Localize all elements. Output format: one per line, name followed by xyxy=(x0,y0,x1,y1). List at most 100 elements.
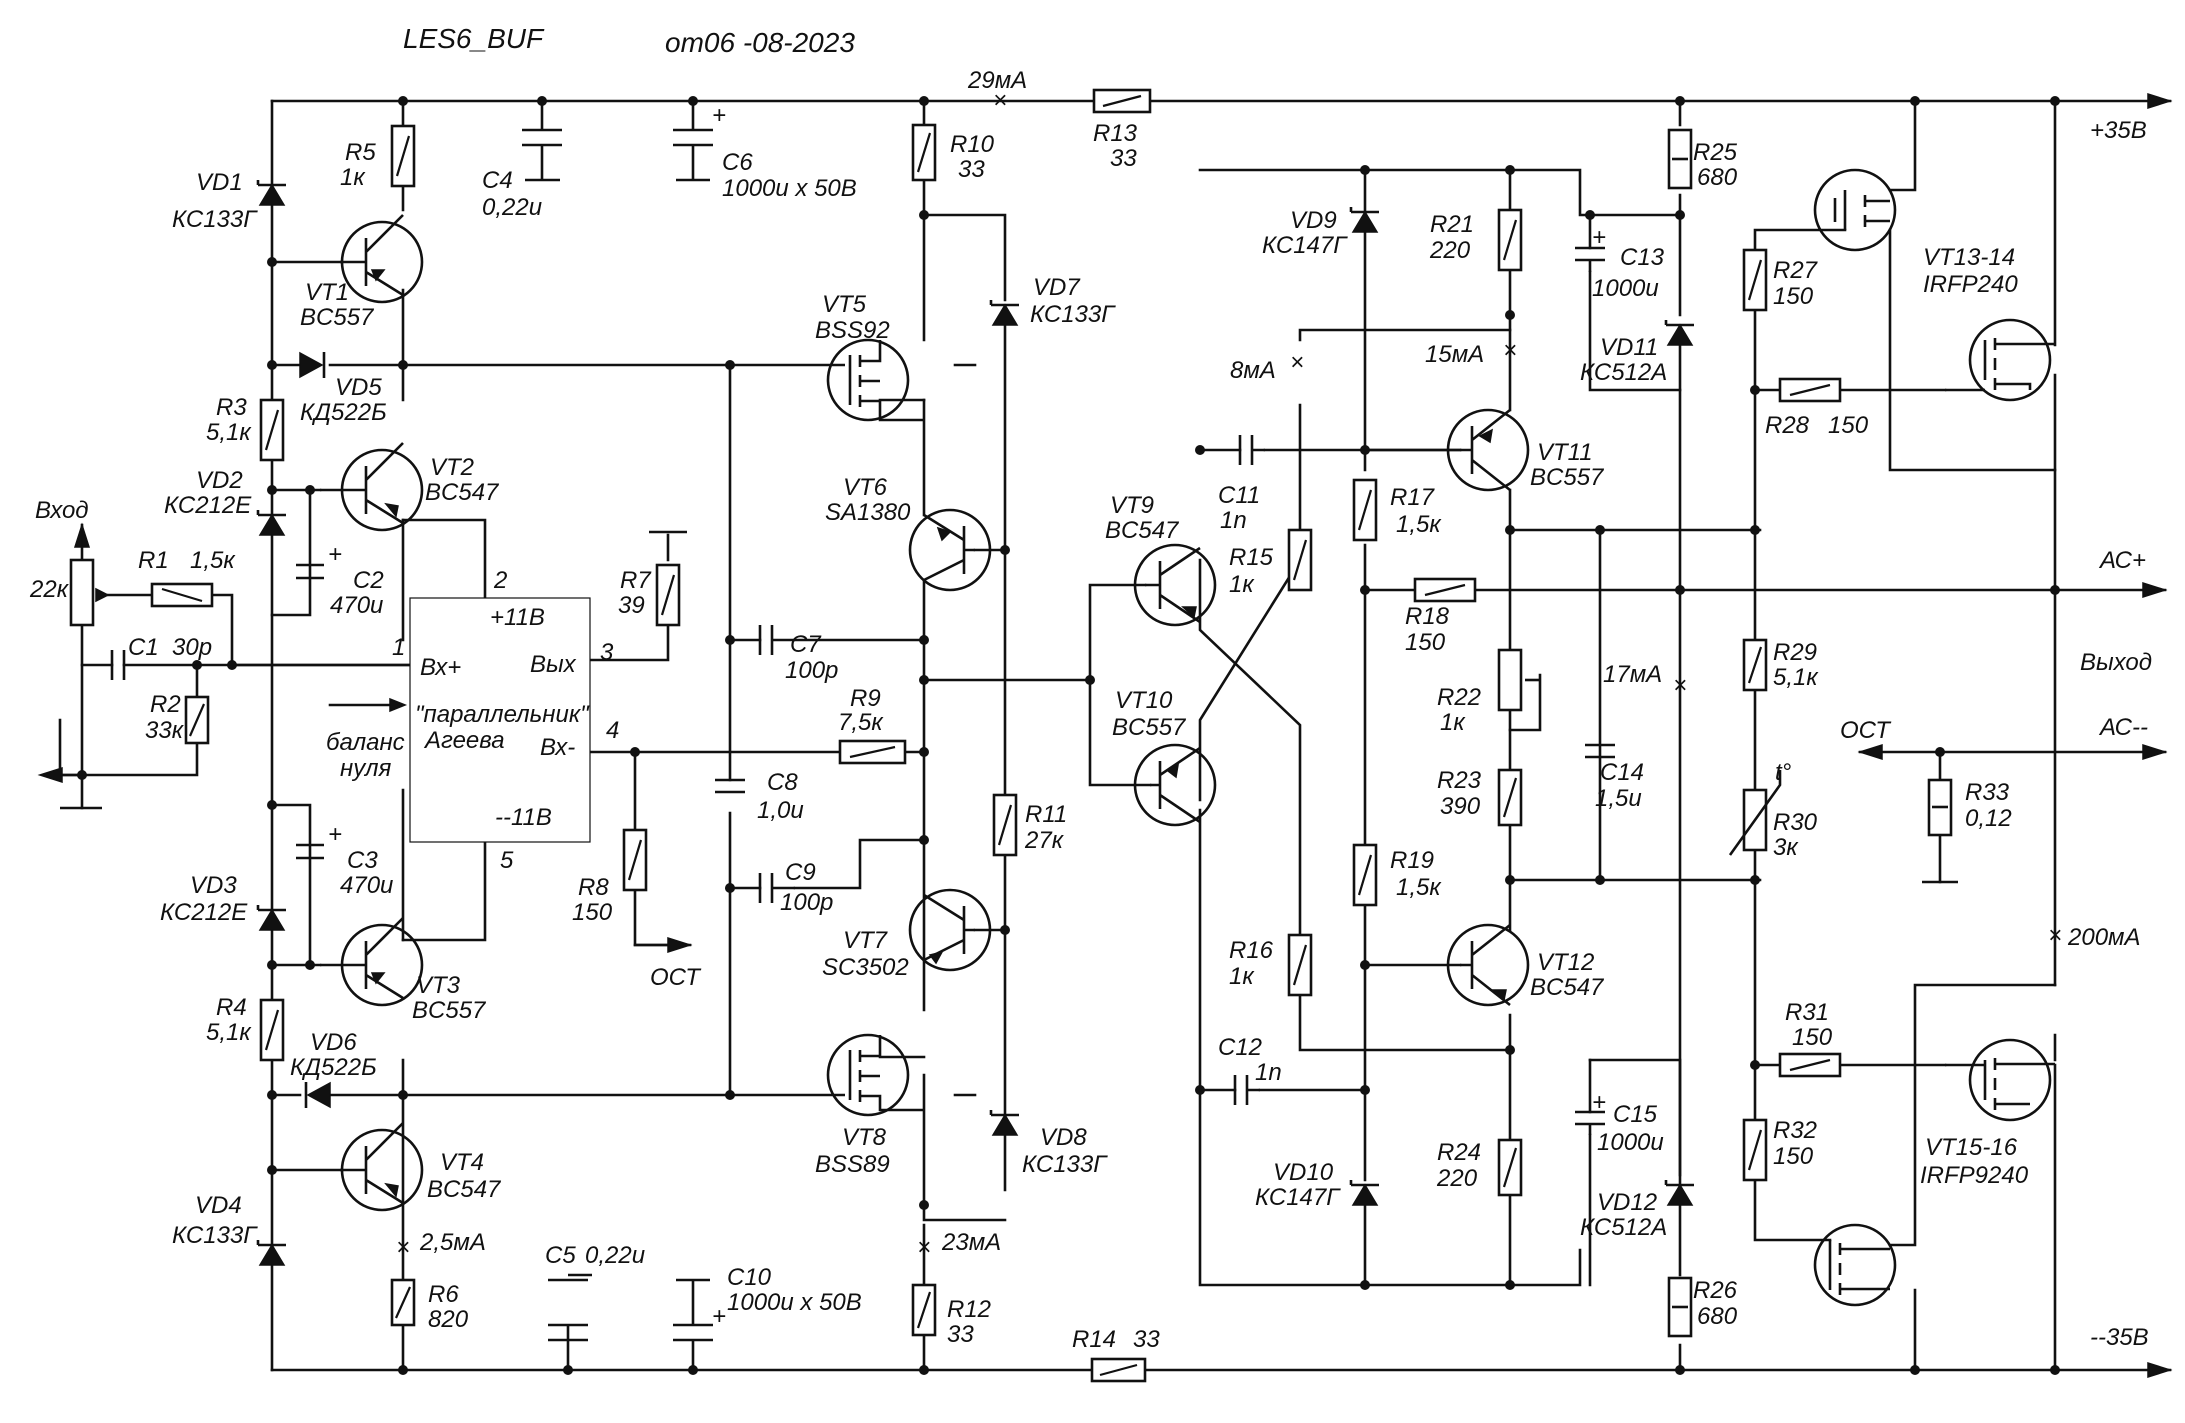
r8-ref: R8 xyxy=(578,874,609,901)
opamp-out: Вых xyxy=(530,651,577,678)
vd3-ref: VD3 xyxy=(190,872,237,899)
ac-plus-label: АС+ xyxy=(2098,547,2146,574)
vt12-ref: VT12 xyxy=(1537,949,1594,976)
vd2-value: КС212Е xyxy=(164,492,252,519)
opamp-name2: Агеева xyxy=(423,727,505,754)
r1-value: 1,5к xyxy=(190,547,236,574)
r32-resistor xyxy=(1742,1118,1768,1182)
vd5-ref: VD5 xyxy=(335,374,382,401)
r22-value: 1к xyxy=(1440,709,1466,736)
c3-capacitor: + xyxy=(296,821,342,860)
r10-ref: R10 xyxy=(950,131,995,158)
r26-value: 680 xyxy=(1697,1303,1738,1330)
vd6-value: КД522Б xyxy=(290,1054,377,1081)
svg-text:×: × xyxy=(396,1234,410,1261)
vt16-mosfet xyxy=(1813,1223,1897,1307)
vd9-zener xyxy=(1349,207,1379,233)
r29-ref: R29 xyxy=(1773,639,1817,666)
vd2-zener xyxy=(256,510,286,536)
vt7-ref: VT7 xyxy=(843,927,889,954)
r6-value: 820 xyxy=(428,1306,469,1333)
r19-ref: R19 xyxy=(1390,847,1434,874)
balance-label2: нуля xyxy=(340,755,391,782)
r19-resistor xyxy=(1352,843,1378,907)
vd11-zener xyxy=(1664,320,1694,346)
r14-value: 33 xyxy=(1133,1326,1160,1353)
r5-resistor xyxy=(390,124,416,188)
opamp-pin5: 5 xyxy=(500,847,514,874)
r28-value: 150 xyxy=(1828,412,1869,439)
r8-value: 150 xyxy=(572,899,613,926)
vt4-ref: VT4 xyxy=(440,1149,484,1176)
r18-ref: R18 xyxy=(1405,603,1450,630)
vt14-mosfet xyxy=(1945,318,2055,402)
c5-value: 0,22u xyxy=(585,1242,645,1269)
r2-ref: R2 xyxy=(150,691,181,718)
vt13-mosfet xyxy=(1813,168,1897,252)
vd2-ref: VD2 xyxy=(196,467,243,494)
schematic-title: LES6_BUF xyxy=(403,23,545,54)
c12-ref: C12 xyxy=(1218,1034,1262,1061)
vd11-value: КС512А xyxy=(1580,359,1667,386)
vd5-value: КД522Б xyxy=(300,399,387,426)
vt9-ref: VT9 xyxy=(1110,492,1154,519)
c9-capacitor xyxy=(758,873,795,903)
vd10-value: КС147Г xyxy=(1255,1184,1341,1211)
current-25ma: 2,5мА xyxy=(419,1229,486,1256)
vd11-ref: VD11 xyxy=(1600,334,1658,361)
c2-capacitor: + xyxy=(296,541,342,580)
c14-ref: C14 xyxy=(1600,759,1644,786)
ac-minus-label: АС-- xyxy=(2098,714,2148,741)
r12-resistor xyxy=(911,1283,937,1337)
c6-capacitor: + xyxy=(673,101,726,182)
svg-text:×: × xyxy=(993,87,1007,114)
r24-value: 220 xyxy=(1436,1165,1478,1192)
vt15-ref: VT15-16 xyxy=(1925,1134,2018,1161)
current-15ma: 15мА xyxy=(1425,341,1484,368)
svg-text:×: × xyxy=(1503,337,1517,364)
vt4-transistor xyxy=(340,1122,424,1212)
c1-ref: C1 xyxy=(128,634,159,661)
vd8-value: КС133Г xyxy=(1022,1151,1108,1178)
c9-ref: C9 xyxy=(785,859,816,886)
vd12-ref: VD12 xyxy=(1597,1189,1657,1216)
r4-ref: R4 xyxy=(216,994,247,1021)
svg-text:+: + xyxy=(328,821,342,848)
diodes xyxy=(256,180,1694,1266)
c11-value: 1n xyxy=(1220,507,1247,534)
r31-value: 150 xyxy=(1792,1024,1833,1051)
c15-ref: C15 xyxy=(1613,1101,1658,1128)
c15-value: 1000u xyxy=(1597,1129,1664,1156)
r13-resistor xyxy=(1092,88,1152,114)
vd6-diode xyxy=(304,1081,331,1109)
current-8ma: 8мА xyxy=(1230,357,1276,384)
vd3-zener xyxy=(256,905,286,931)
vd12-zener xyxy=(1664,1180,1694,1206)
c9-value: 100p xyxy=(780,889,833,916)
svg-text:×: × xyxy=(2048,922,2062,949)
r9-resistor xyxy=(838,739,907,765)
r16-resistor xyxy=(1287,933,1313,997)
r18-resistor xyxy=(1413,577,1477,603)
svg-text:×: × xyxy=(1673,672,1687,699)
r6-resistor xyxy=(390,1278,416,1327)
r15-value: 1к xyxy=(1229,571,1255,598)
vd9-ref: VD9 xyxy=(1290,207,1337,234)
vd1-zener xyxy=(256,180,286,206)
c12-capacitor xyxy=(1233,1075,1260,1105)
vd4-ref: VD4 xyxy=(195,1192,242,1219)
r17-value: 1,5к xyxy=(1396,511,1442,538)
vd5-diode xyxy=(299,351,326,379)
r27-resistor xyxy=(1742,248,1768,312)
opamp-name: "параллельник" xyxy=(415,701,590,728)
r19-value: 1,5к xyxy=(1396,874,1442,901)
r23-ref: R23 xyxy=(1437,767,1482,794)
vd7-value: КС133Г xyxy=(1030,301,1116,328)
vt7-transistor xyxy=(908,888,992,972)
vt3-ref: VT3 xyxy=(416,972,461,999)
r22-ref: R22 xyxy=(1437,684,1481,711)
r7-resistor xyxy=(655,563,681,627)
c1-capacitor xyxy=(110,650,126,680)
c8-capacitor xyxy=(715,778,745,794)
therm-symbol: t° xyxy=(1775,759,1792,786)
